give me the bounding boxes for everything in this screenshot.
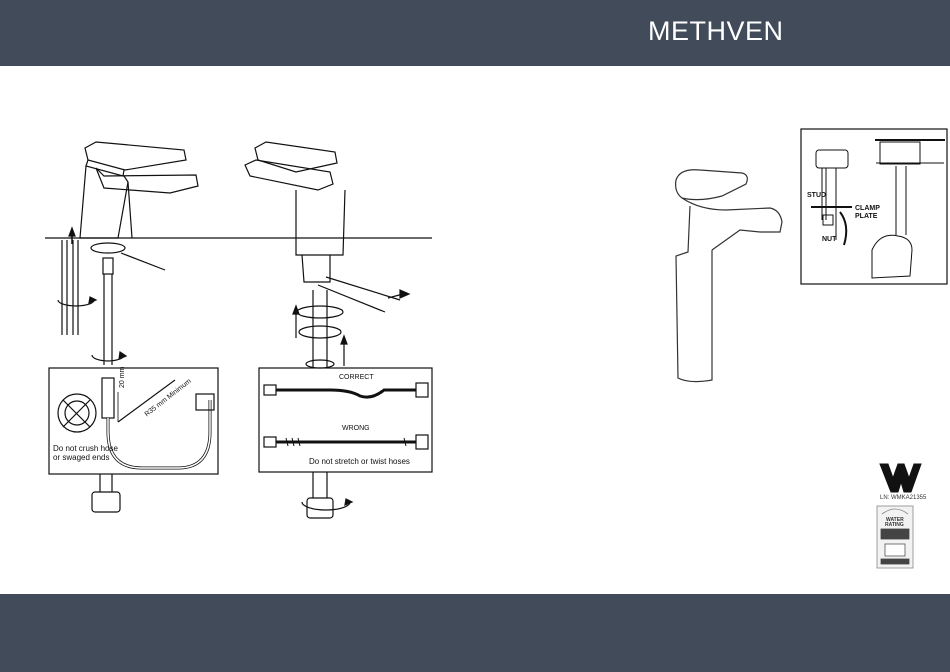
label-wrong: WRONG [342, 424, 370, 433]
label-correct: CORRECT [339, 373, 374, 382]
inset-note-crush: Do not crush hose or swaged ends [53, 444, 123, 462]
dim-20mm: 20 mm [118, 367, 127, 388]
hose-correct-drawing [264, 383, 428, 397]
watermark-logo [880, 464, 921, 492]
footer-bar [0, 594, 950, 672]
tall-basin-mixer [676, 170, 782, 382]
label-stud: STUD [807, 192, 826, 200]
label-nut: NUT [822, 236, 836, 244]
label-clamp-plate: CLAMP PLATE [855, 205, 885, 221]
water-rating-label [877, 506, 913, 568]
hose-note: Do not stretch or twist hoses [309, 457, 410, 466]
licence-number: LN: WMKA21355 [880, 495, 926, 501]
hose-wrong-drawing [264, 435, 428, 449]
water-rating-text-2: RATING [885, 522, 904, 528]
